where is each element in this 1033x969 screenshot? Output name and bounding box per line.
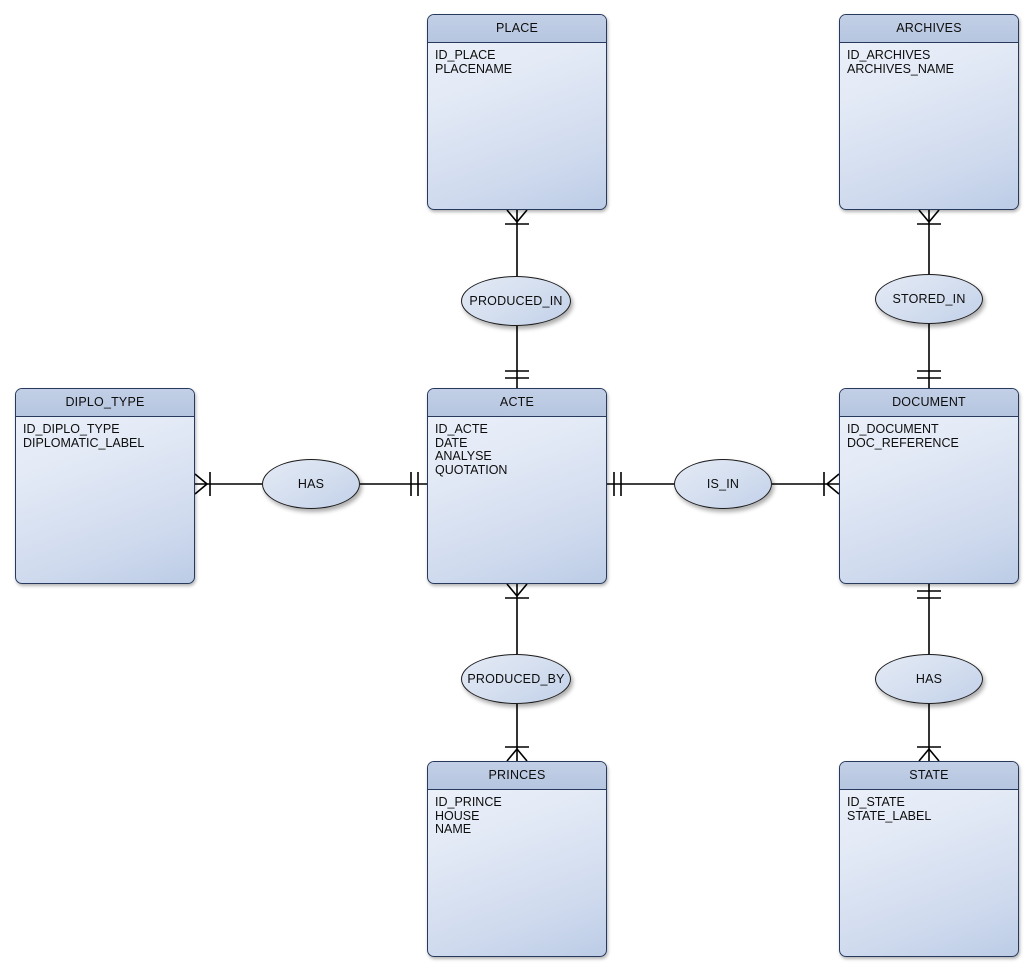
- entity-archives[interactable]: ARCHIVES ID_ARCHIVES ARCHIVES_NAME: [839, 14, 1019, 210]
- entity-attribute: ID_DOCUMENT: [847, 422, 939, 436]
- entity-attribute: ID_PLACE: [435, 48, 496, 62]
- entity-attribute: ID_ACTE: [435, 422, 488, 436]
- entity-place[interactable]: PLACE ID_PLACE PLACENAME: [427, 14, 607, 210]
- entity-title: DOCUMENT: [840, 389, 1018, 417]
- entity-diplo-type[interactable]: DIPLO_TYPE ID_DIPLO_TYPE DIPLOMATIC_LABE…: [15, 388, 195, 584]
- entity-attribute-list: ID_PRINCE HOUSE NAME: [428, 790, 606, 837]
- entity-title: PLACE: [428, 15, 606, 43]
- entity-attribute: ID_ARCHIVES: [847, 48, 931, 62]
- relationship-produced-in[interactable]: PRODUCED_IN: [461, 276, 571, 326]
- relationship-is-in[interactable]: IS_IN: [674, 459, 772, 509]
- entity-title: STATE: [840, 762, 1018, 790]
- entity-attribute: STATE_LABEL: [847, 808, 932, 823]
- connector-diplo_type-has: [194, 472, 262, 496]
- connector-has_state-state: [917, 704, 941, 762]
- entity-attribute: NAME: [435, 822, 472, 837]
- entity-attribute-list: ID_ARCHIVES ARCHIVES_NAME: [840, 43, 1018, 76]
- entity-attribute: ID_PRINCE: [435, 795, 502, 809]
- entity-princes[interactable]: PRINCES ID_PRINCE HOUSE NAME: [427, 761, 607, 957]
- entity-document[interactable]: DOCUMENT ID_DOCUMENT DOC_REFERENCE: [839, 388, 1019, 584]
- relationship-has-state[interactable]: HAS: [875, 654, 983, 704]
- relationship-label: PRODUCED_BY: [467, 672, 565, 686]
- entity-attribute: ID_DIPLO_TYPE: [23, 422, 120, 436]
- entity-state[interactable]: STATE ID_STATE STATE_LABEL: [839, 761, 1019, 957]
- entity-attribute-list: ID_STATE STATE_LABEL: [840, 790, 1018, 823]
- relationship-label: IS_IN: [706, 477, 740, 491]
- entity-attribute-list: ID_DOCUMENT DOC_REFERENCE: [840, 417, 1018, 450]
- entity-attribute: DIPLOMATIC_LABEL: [23, 435, 145, 450]
- entity-attribute: ARCHIVES_NAME: [847, 61, 954, 76]
- entity-attribute-list: ID_PLACE PLACENAME: [428, 43, 606, 76]
- entity-attribute: QUOTATION: [435, 463, 508, 478]
- relationship-label: HAS: [297, 477, 325, 491]
- relationship-has-diplo-type[interactable]: HAS: [262, 459, 360, 509]
- entity-attribute: PLACENAME: [435, 61, 513, 76]
- entity-attribute: ID_STATE: [847, 795, 905, 809]
- entity-title: DIPLO_TYPE: [16, 389, 194, 417]
- connector-acte-is_in: [607, 472, 674, 496]
- relationship-label: PRODUCED_IN: [469, 294, 563, 308]
- connector-has-acte: [360, 472, 427, 496]
- entity-title: ARCHIVES: [840, 15, 1018, 43]
- connector-produced_in-acte: [505, 326, 529, 388]
- connector-is_in-document: [772, 472, 840, 496]
- entity-attribute-list: ID_ACTE DATE ANALYSE QUOTATION: [428, 417, 606, 478]
- connector-document-has_state: [917, 584, 941, 654]
- entity-title: ACTE: [428, 389, 606, 417]
- entity-acte[interactable]: ACTE ID_ACTE DATE ANALYSE QUOTATION: [427, 388, 607, 584]
- connector-acte-produced_by: [505, 583, 529, 654]
- entity-attribute: ANALYSE: [435, 449, 492, 464]
- connector-place-produced_in: [505, 209, 529, 276]
- relationship-stored-in[interactable]: STORED_IN: [875, 274, 983, 324]
- connector-stored_in-document: [917, 324, 941, 388]
- entity-attribute: DOC_REFERENCE: [847, 435, 959, 450]
- entity-attribute: HOUSE: [435, 808, 480, 823]
- relationship-label: STORED_IN: [892, 292, 966, 306]
- entity-attribute-list: ID_DIPLO_TYPE DIPLOMATIC_LABEL: [16, 417, 194, 450]
- connector-produced_by-princes: [505, 704, 529, 762]
- relationship-produced-by[interactable]: PRODUCED_BY: [461, 654, 571, 704]
- entity-attribute: DATE: [435, 435, 468, 450]
- connector-archives-stored_in: [917, 209, 941, 274]
- entity-title: PRINCES: [428, 762, 606, 790]
- relationship-label: HAS: [915, 672, 943, 686]
